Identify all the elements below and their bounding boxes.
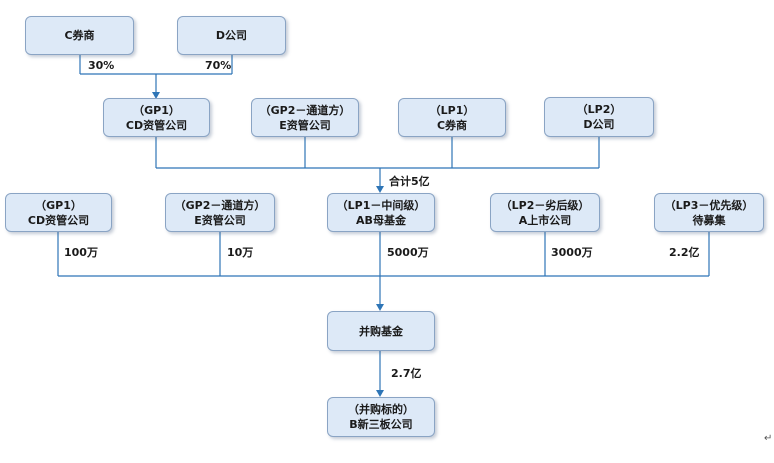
fund-gp2-box: （GP2－通道方） E资管公司 [165, 193, 275, 232]
box-entity: 待募集 [692, 213, 726, 227]
amount-gp1-label: 100万 [64, 246, 98, 259]
amount-gp2-label: 10万 [227, 246, 254, 259]
fund-lp3-box: （LP3－优先级） 待募集 [654, 193, 764, 232]
fund-gp1-box: （GP1） CD资管公司 [5, 193, 112, 232]
fund-lp1-box: （LP1－中间级） AB母基金 [327, 193, 435, 232]
amount-lp1-label: 5000万 [387, 246, 429, 259]
parent-gp1-box: （GP1） CD资管公司 [103, 98, 210, 137]
box-entity: A上市公司 [518, 213, 572, 227]
box-role: （GP2－通道方） [259, 103, 351, 117]
parent-gp2-box: （GP2－通道方） E资管公司 [251, 98, 359, 137]
stake-c-label: 30% [88, 59, 115, 72]
merger-fund-box: 并购基金 [327, 311, 435, 351]
amount-lp2-label: 3000万 [551, 246, 593, 259]
box-label: D公司 [215, 29, 248, 42]
parent-fund-total-label: 合计5亿 [389, 175, 430, 188]
shareholder-d-company-box: D公司 [177, 16, 286, 55]
box-entity: E资管公司 [194, 213, 246, 227]
box-role: （GP2－通道方） [174, 198, 266, 212]
amount-lp3-label: 2.2亿 [669, 246, 700, 259]
parent-lp1-box: （LP1） C券商 [398, 98, 506, 137]
fund-lp2-box: （LP2－劣后级） A上市公司 [490, 193, 600, 232]
box-entity: C券商 [436, 118, 468, 132]
investment-amount-label: 2.7亿 [391, 367, 422, 380]
shareholder-c-securities-box: C券商 [25, 16, 134, 55]
box-role: （LP1） [429, 103, 475, 117]
return-mark-icon: ↵ [764, 433, 773, 444]
box-label: 并购基金 [359, 324, 403, 338]
box-entity: B新三板公司 [349, 418, 413, 431]
box-entity: CD资管公司 [27, 213, 90, 227]
stake-d-label: 70% [205, 59, 232, 72]
box-entity: D公司 [583, 118, 615, 131]
box-role: （GP1） [133, 103, 180, 117]
box-entity: CD资管公司 [125, 118, 188, 132]
box-role: （并购标的） [348, 403, 414, 416]
box-role: （LP3－优先级） [664, 198, 754, 212]
box-role: （GP1） [35, 198, 82, 212]
box-label: C券商 [64, 29, 95, 42]
box-role: （LP2－劣后级） [500, 198, 590, 212]
parent-lp2-box: （LP2） D公司 [544, 97, 654, 137]
box-role: （LP2） [576, 103, 622, 116]
box-role: （LP1－中间级） [336, 198, 426, 212]
target-company-box: （并购标的） B新三板公司 [327, 397, 435, 437]
box-entity: E资管公司 [279, 118, 331, 132]
box-entity: AB母基金 [356, 213, 406, 227]
